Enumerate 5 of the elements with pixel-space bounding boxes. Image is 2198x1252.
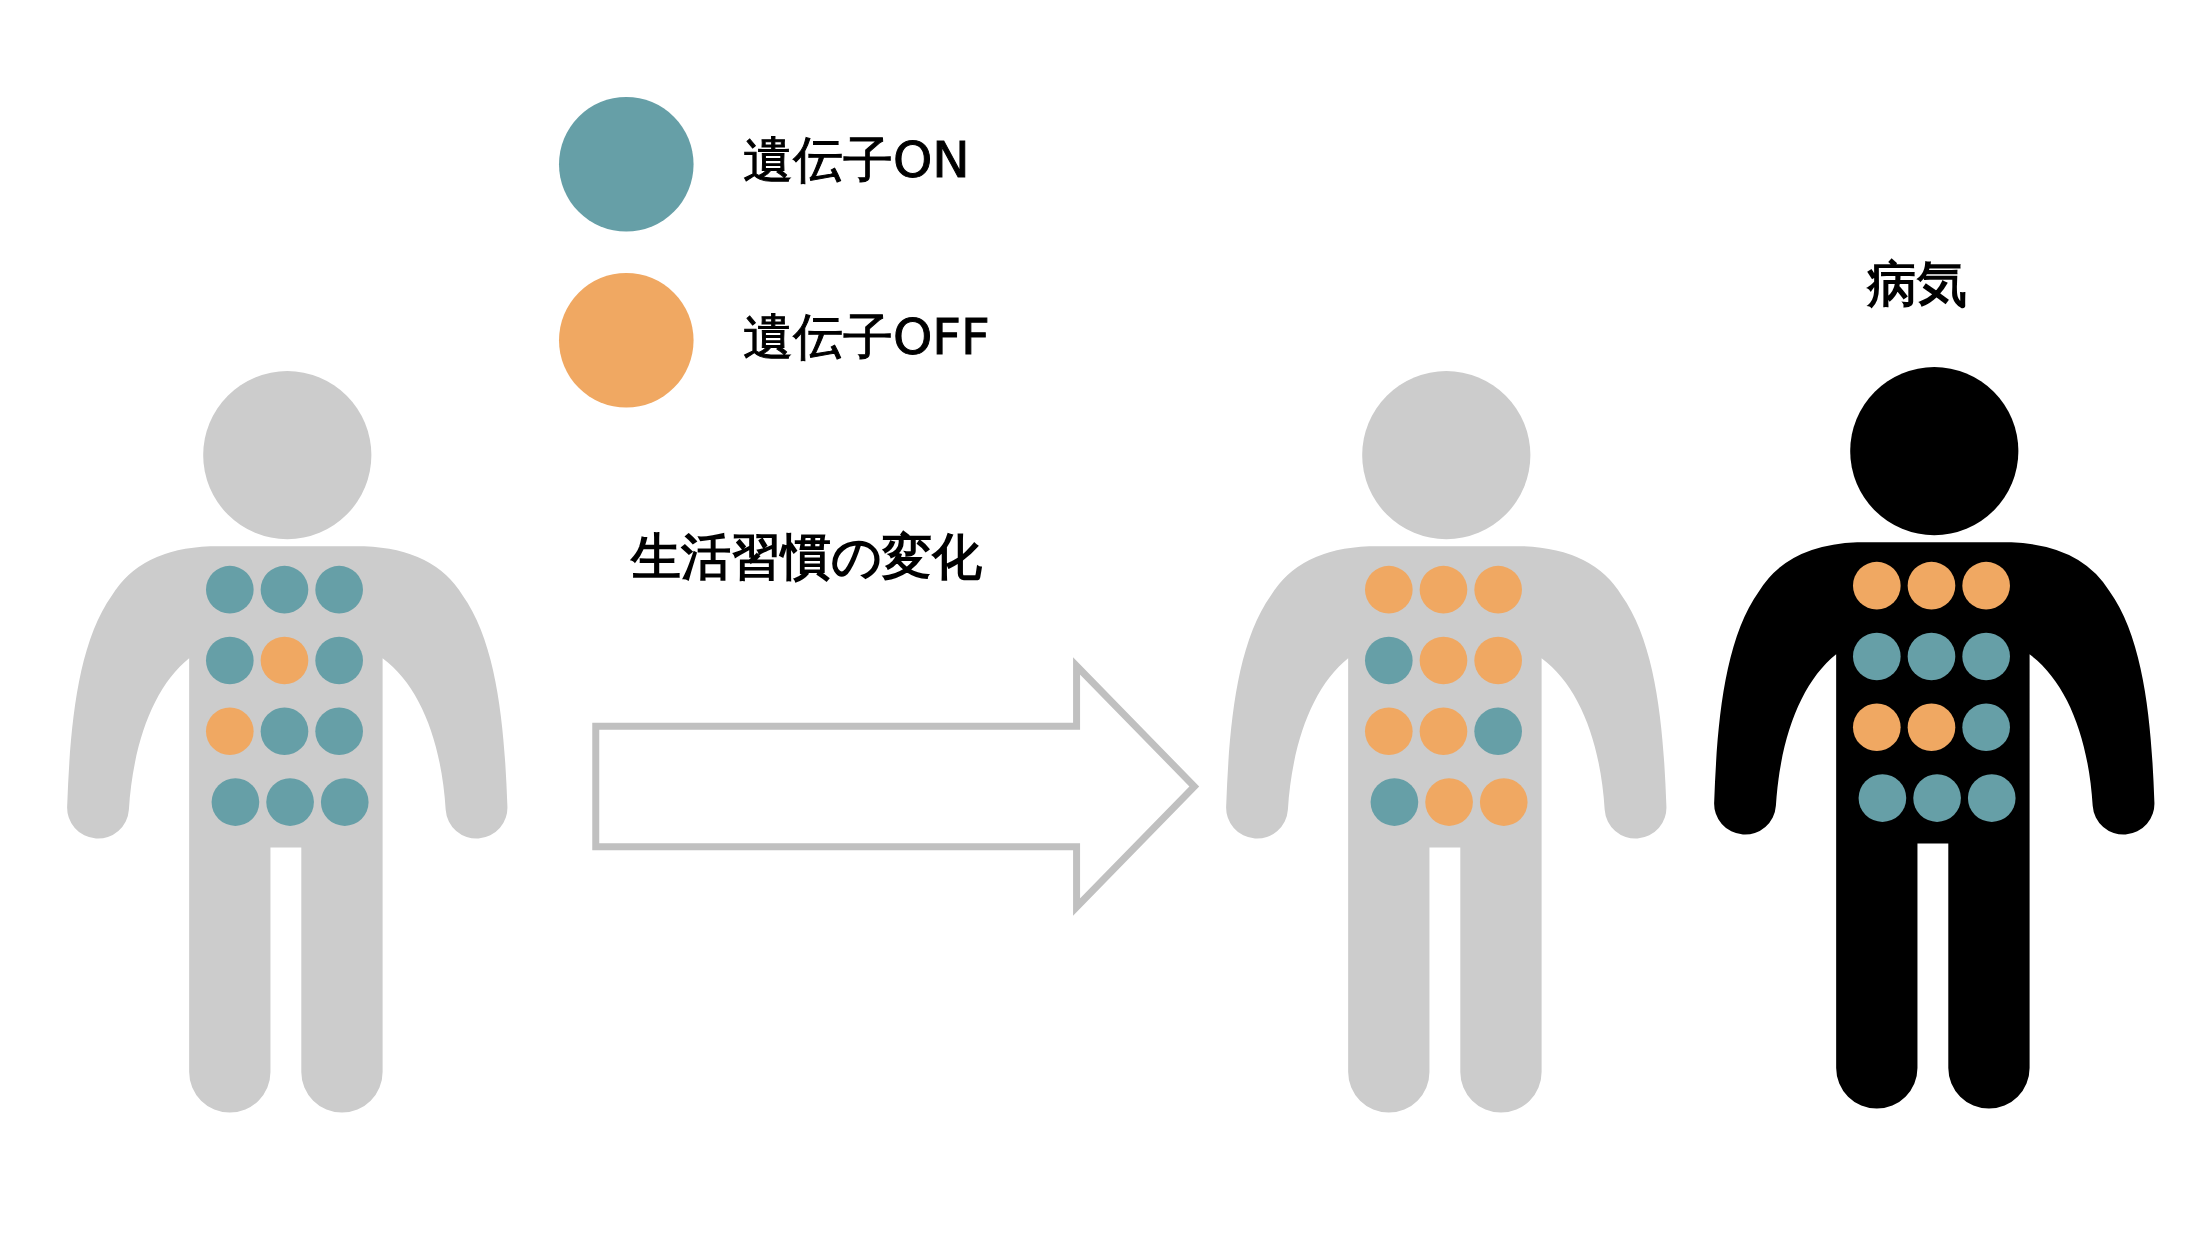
- hollow-arrow: [592, 657, 1200, 916]
- legend-label: 遺伝子OFF: [742, 309, 990, 365]
- legend-label: 遺伝子ON: [742, 133, 970, 189]
- edge-label: 生活習慣の変化: [630, 529, 982, 585]
- node-caption: 病気: [1867, 256, 1968, 312]
